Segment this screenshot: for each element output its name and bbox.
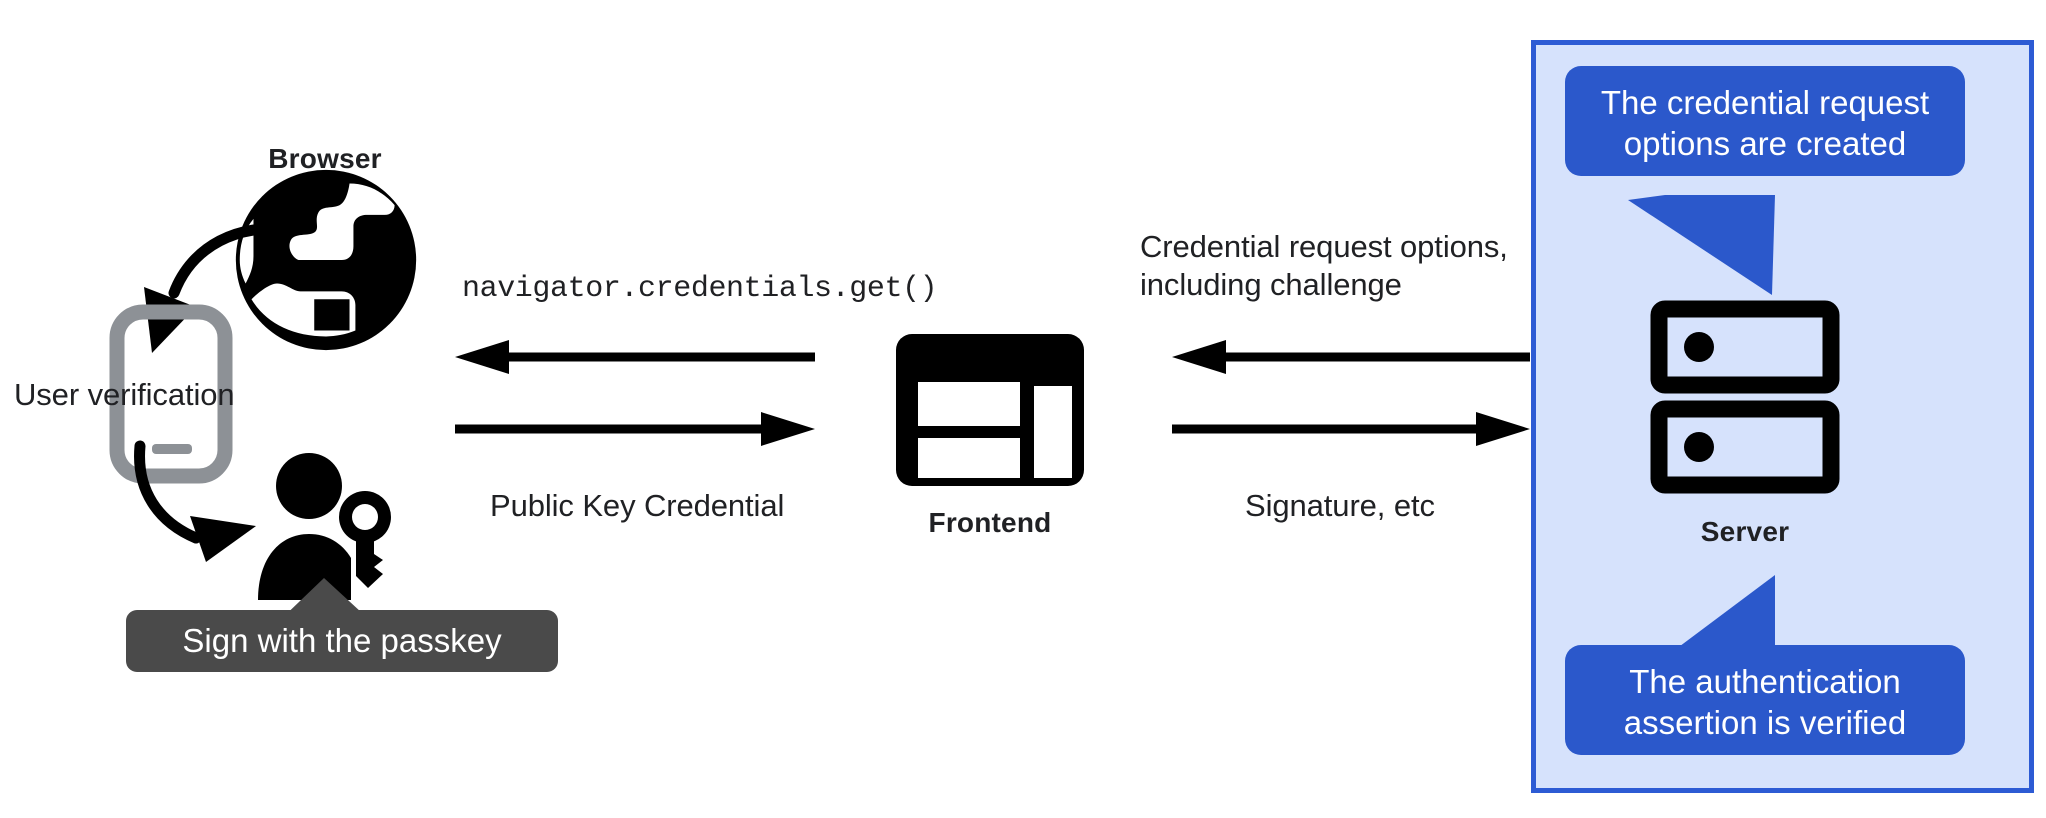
arrow-browser-to-frontend	[455, 412, 815, 446]
message-public-key-credential: Public Key Credential	[490, 488, 785, 523]
message-credential-request-options-line2: including challenge	[1140, 267, 1402, 302]
callout-server-assertion-verified: The authentication assertion is verified	[1565, 645, 1965, 755]
frontend-label: Frontend	[928, 507, 1052, 538]
arrow-frontend-to-browser	[455, 340, 815, 374]
server-racks-icon	[1650, 300, 1840, 494]
smartphone-icon	[109, 304, 233, 484]
callout-top-tail	[1628, 195, 1775, 295]
callout-top-line1: The credential request	[1600, 84, 1930, 121]
curved-arrow-down-left-icon	[144, 223, 294, 353]
arrow-frontend-to-server	[1172, 412, 1530, 446]
browser-window-icon	[896, 334, 1084, 486]
callout-server-credential-options: The credential request options are creat…	[1565, 66, 1965, 176]
callout-bottom-line2: assertion is verified	[1623, 704, 1907, 741]
user-verification-label: User verification	[14, 377, 235, 412]
message-credential-request-options-line1: Credential request options,	[1140, 229, 1508, 264]
server-label: Server	[1700, 516, 1790, 547]
browser-label: Browser	[268, 143, 382, 174]
arrow-server-to-frontend	[1172, 340, 1530, 374]
globe-icon	[235, 169, 417, 351]
passkey-tooltip-text: Sign with the passkey	[182, 622, 502, 659]
passkey-tooltip: Sign with the passkey	[126, 610, 558, 672]
curved-arrow-down-right-icon	[134, 440, 256, 562]
message-signature-etc: Signature, etc	[1245, 488, 1435, 523]
callout-top-line2: options are created	[1623, 125, 1907, 162]
callout-bottom-line1: The authentication	[1629, 663, 1901, 700]
message-navigator-credentials-get: navigator.credentials.get()	[462, 272, 938, 306]
